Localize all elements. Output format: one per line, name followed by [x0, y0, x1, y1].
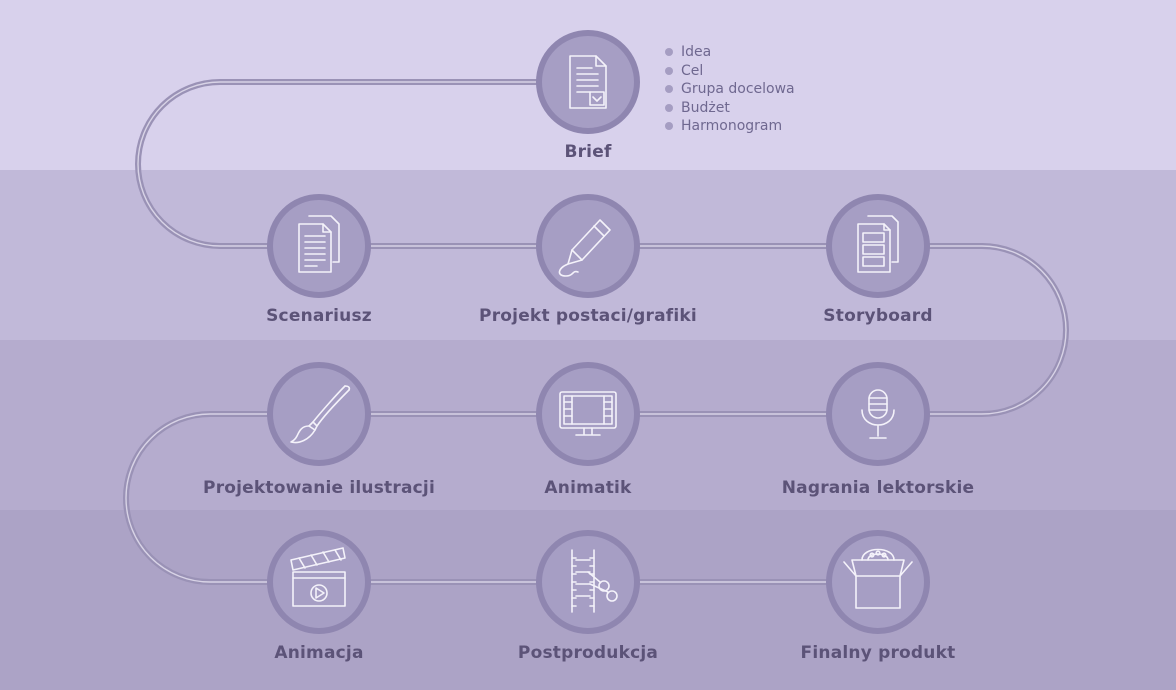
step-label-nagrania-lektorskie: Nagrania lektorskie [781, 478, 975, 498]
step-label-postprodukcja: Postprodukcja [517, 643, 659, 663]
flow-path-highlight [125, 81, 1067, 583]
step-label-brief: Brief [564, 142, 612, 162]
brief-details-list: Idea Cel Grupa docelowa Budżet Harmonogr… [664, 43, 795, 136]
step-label-finalny-produkt: Finalny produkt [800, 643, 956, 663]
nodes-layer [267, 30, 930, 634]
step-label-animacja: Animacja [274, 643, 364, 663]
step-circle [826, 362, 930, 466]
step-label-storyboard: Storyboard [823, 306, 933, 326]
brief-detail-item: Budżet [664, 99, 795, 118]
step-circle [826, 194, 930, 298]
step-label-projekt-postaci: Projekt postaci/grafiki [479, 306, 697, 326]
step-circle [536, 362, 640, 466]
step-circle [536, 30, 640, 134]
step-node [826, 362, 930, 466]
brief-detail-item: Cel [664, 62, 795, 81]
step-node [536, 194, 640, 298]
step-node [267, 530, 371, 634]
step-circle [267, 194, 371, 298]
step-label-projektowanie-ilustracji: Projektowanie ilustracji [203, 478, 435, 498]
step-label-animatik: Animatik [544, 478, 632, 498]
step-circle [536, 194, 640, 298]
step-node [826, 194, 930, 298]
brief-detail-item: Grupa docelowa [664, 80, 795, 99]
step-node [536, 530, 640, 634]
step-node [267, 194, 371, 298]
step-node [267, 362, 371, 466]
step-circle [267, 530, 371, 634]
step-node [536, 30, 640, 134]
step-node [536, 362, 640, 466]
step-circle [536, 530, 640, 634]
step-node [826, 530, 930, 634]
step-label-scenariusz: Scenariusz [266, 306, 372, 326]
brief-detail-item: Idea [664, 43, 795, 62]
step-circle [826, 530, 930, 634]
brief-detail-item: Harmonogram [664, 117, 795, 136]
